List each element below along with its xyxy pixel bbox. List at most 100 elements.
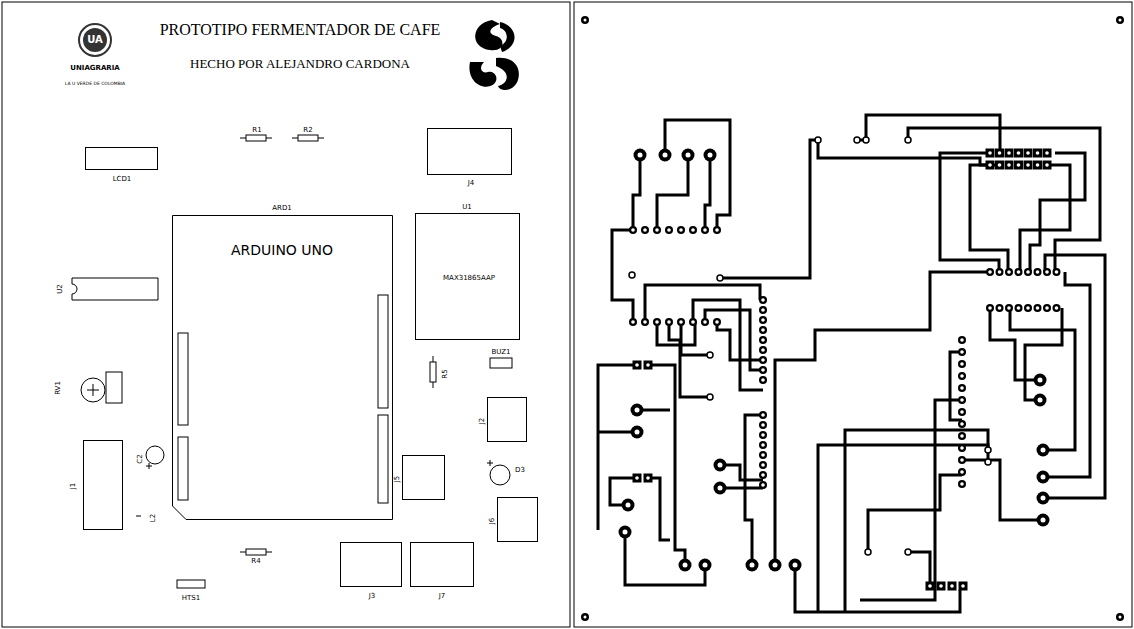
part-designator: J7 [439, 593, 446, 600]
pad-hole [663, 153, 668, 158]
pad-hole [988, 151, 992, 155]
pad-hole [761, 348, 765, 352]
round-pad [1024, 304, 1032, 312]
copper-trace [705, 155, 710, 230]
component-outline: J4 [427, 128, 512, 175]
copper-trace [665, 120, 730, 230]
pad-hole [584, 616, 587, 619]
round-pad [714, 482, 727, 495]
round-pad [1005, 268, 1013, 276]
pad-hole [761, 378, 765, 382]
pad-hole [703, 320, 707, 324]
pad-hole [1036, 306, 1040, 310]
component-outline: J6 [497, 497, 538, 542]
pad-hole [761, 463, 765, 467]
round-pad [958, 444, 966, 452]
pad-hole [988, 306, 992, 310]
pad-hole [761, 483, 765, 487]
pad-hole [1045, 306, 1049, 310]
header-outline [378, 415, 388, 503]
pad-hole [761, 338, 765, 342]
round-pad [759, 346, 767, 354]
pad-hole [998, 151, 1002, 155]
round-pad [759, 441, 767, 449]
pad-hole [1026, 163, 1030, 167]
via [905, 549, 911, 555]
part-designator: HTS1 [182, 595, 200, 602]
pad-hole [1036, 151, 1040, 155]
pad-hole [1119, 19, 1122, 22]
via [717, 275, 723, 281]
part-designator: J4 [468, 180, 475, 187]
copper-trace [633, 155, 640, 230]
round-component [490, 465, 510, 485]
pad-hole [584, 19, 587, 22]
round-pad [689, 318, 697, 326]
pad-hole [793, 563, 798, 568]
round-pad [701, 318, 709, 326]
pad-hole [960, 374, 964, 378]
square-pad [1043, 149, 1052, 158]
component-outline: J3 [340, 542, 402, 587]
pad-hole [1007, 270, 1011, 274]
square-pad [1043, 161, 1052, 170]
pad-hole [998, 306, 1002, 310]
round-pad [1034, 394, 1047, 407]
round-pad [653, 318, 661, 326]
board-outline-shape [173, 216, 393, 520]
mounting-hole [581, 16, 589, 24]
square-pad [1024, 149, 1033, 158]
copper-trace [657, 322, 695, 345]
polarity-mark [87, 384, 493, 516]
pad-hole [1045, 163, 1049, 167]
logo-disc [83, 28, 107, 52]
round-pad [641, 226, 649, 234]
component-outline: U1MAX31865AAP [415, 213, 520, 340]
pad-hole [928, 584, 932, 588]
copper-trace [1030, 153, 1085, 272]
part-designator: R2 [303, 127, 312, 134]
pad-hole [960, 338, 964, 342]
round-pad [759, 326, 767, 334]
copper-trace [1043, 255, 1105, 498]
pad-hole [1119, 616, 1122, 619]
round-pad [713, 226, 721, 234]
logo-text: LA U VERDE DE COLOMBIA [65, 82, 125, 87]
round-pad [677, 226, 685, 234]
part-designator: J5 [394, 476, 401, 483]
copper-trace [818, 140, 990, 165]
square-pad [937, 582, 946, 591]
round-pad [759, 336, 767, 344]
round-pad [958, 396, 966, 404]
pad-hole [939, 584, 943, 588]
round-pad [677, 318, 685, 326]
part-name: ARDUINO UNO [231, 243, 333, 257]
pad-hole [1036, 163, 1040, 167]
board-outline: ARD1ARDUINO UNO [172, 215, 393, 520]
copper-trace [657, 155, 688, 230]
copper-trace [705, 310, 763, 370]
pad-hole [960, 422, 964, 426]
pad-hole [691, 228, 695, 232]
round-pad [759, 376, 767, 384]
header-outline [490, 358, 512, 368]
round-pad [746, 559, 759, 572]
pad-hole [667, 320, 671, 324]
pad-hole [679, 228, 683, 232]
pad-hole [960, 362, 964, 366]
logo-text: UA [87, 35, 103, 45]
copper-trace [648, 478, 670, 540]
copper-trace [720, 140, 818, 278]
pad-hole [998, 163, 1002, 167]
round-pad [958, 360, 966, 368]
square-pad [1005, 149, 1014, 158]
copper-trace [598, 365, 637, 530]
copper-trace [1043, 272, 1090, 477]
pad-hole [988, 163, 992, 167]
copper-trace [990, 308, 1040, 380]
via [865, 549, 871, 555]
copper-layer [581, 16, 1124, 621]
round-pad [986, 268, 994, 276]
round-pad [1037, 492, 1050, 505]
